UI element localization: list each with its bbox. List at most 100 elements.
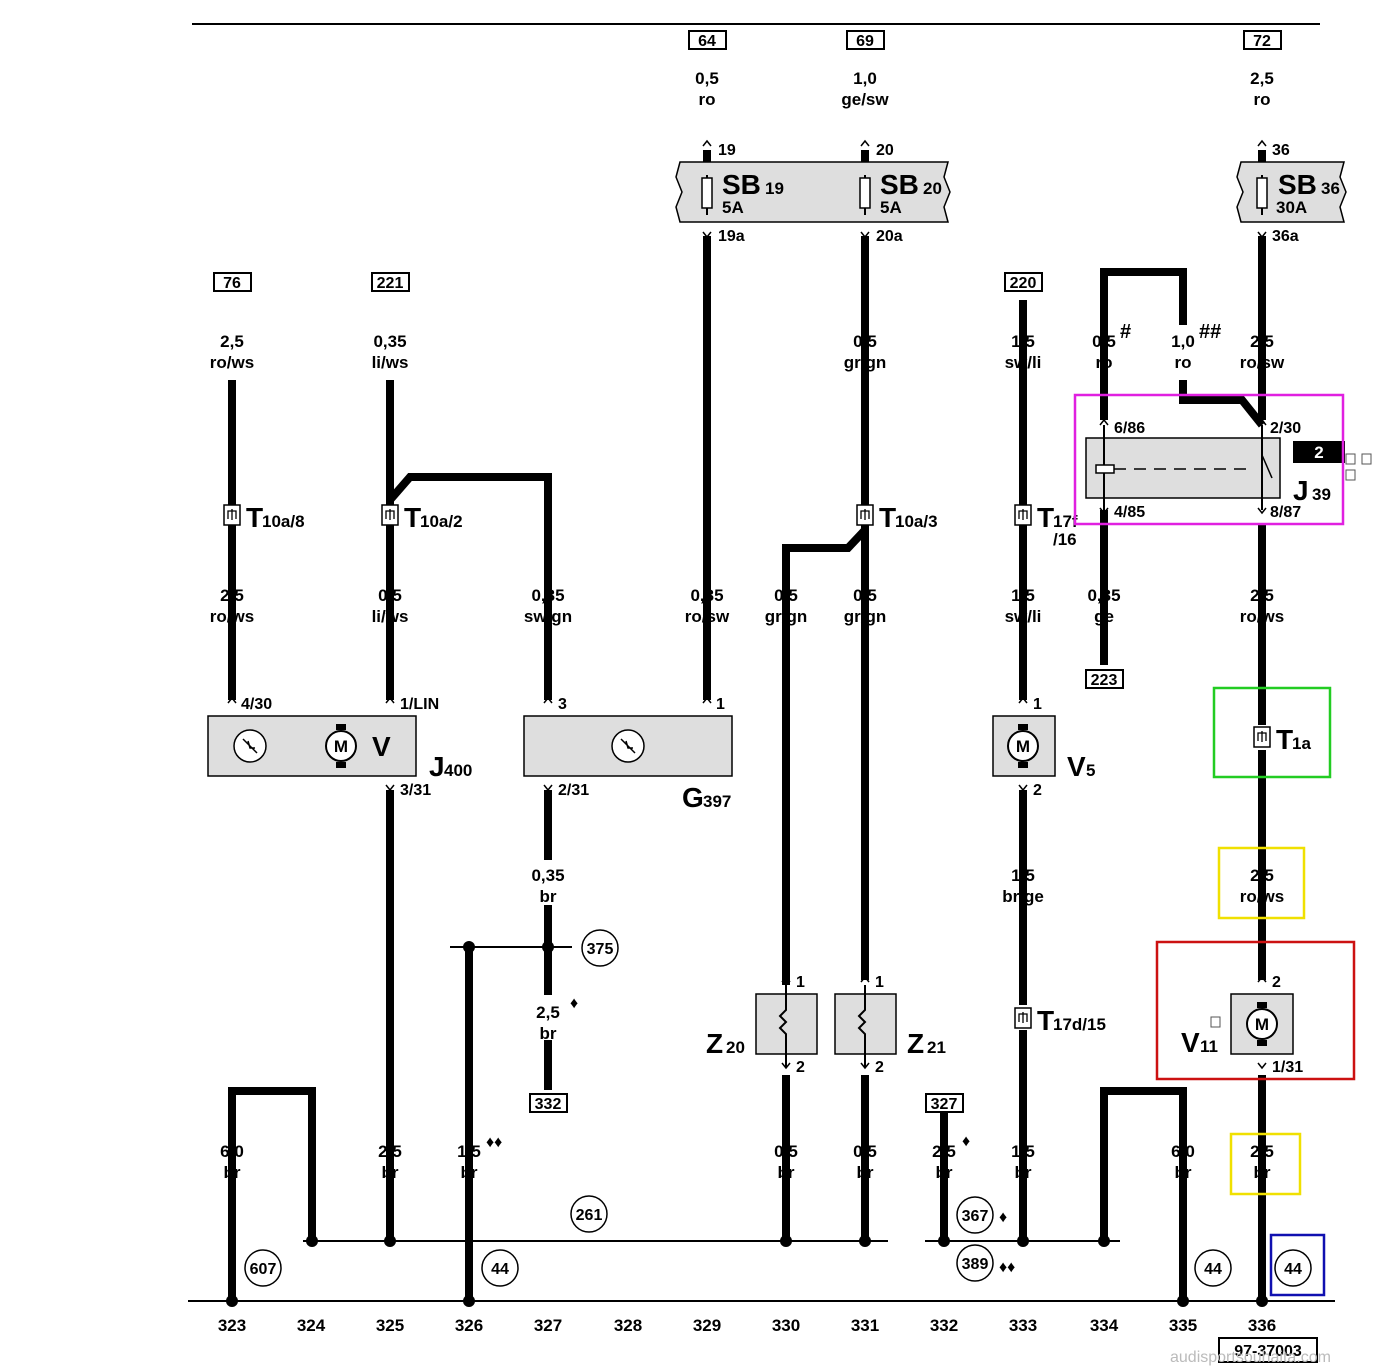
- svg-text:2,5: 2,5: [220, 586, 244, 605]
- ground-point-261: 261: [570, 1195, 608, 1233]
- svg-text:3: 3: [558, 696, 567, 713]
- motor-icon: M: [1016, 737, 1030, 756]
- wire-label-220: 1,5sw/li: [1005, 332, 1042, 372]
- svg-text:5A: 5A: [722, 198, 744, 217]
- column-numbers: 323 324 325 326 327 328 329 330 331 332 …: [218, 1316, 1276, 1335]
- svg-text:17f: 17f: [1053, 512, 1078, 531]
- svg-text:330: 330: [772, 1316, 800, 1335]
- svg-text:ro/ws: ro/ws: [210, 607, 254, 626]
- svg-text:1: 1: [796, 974, 805, 991]
- ref-box-327: 327: [925, 1093, 964, 1113]
- svg-text:0,5: 0,5: [853, 332, 877, 351]
- svg-text:261: 261: [576, 1207, 603, 1224]
- wire-label-326-gnd: 1,5 br: [457, 1142, 481, 1182]
- svg-text:2,5: 2,5: [536, 1003, 560, 1022]
- svg-text:T: T: [404, 502, 421, 533]
- svg-text:br: br: [1015, 1163, 1032, 1182]
- highlight-yellow-top: [1217, 846, 1306, 920]
- svg-text:ro/sw: ro/sw: [685, 607, 730, 626]
- svg-text:325: 325: [376, 1316, 404, 1335]
- component-j400: M V J 400 4/30 1/LIN 3/31: [207, 696, 472, 799]
- ref-box-76: 76: [213, 272, 252, 292]
- svg-text:10a/2: 10a/2: [420, 512, 463, 531]
- svg-text:3/31: 3/31: [400, 782, 431, 799]
- svg-text:T: T: [1276, 724, 1293, 755]
- svg-text:br: br: [936, 1163, 953, 1182]
- svg-text:335: 335: [1169, 1316, 1197, 1335]
- wire-label-325-gnd: 2,5br: [378, 1142, 402, 1182]
- ground-point-389: 389: [956, 1244, 994, 1282]
- wire-label-330-gnd: 0,5br: [774, 1142, 798, 1182]
- svg-text:2: 2: [1272, 974, 1281, 991]
- svg-text:76: 76: [223, 275, 241, 292]
- svg-text:324: 324: [297, 1316, 326, 1335]
- connector-t10a8: T 10a/8: [223, 502, 305, 533]
- wire-label-331-mid: 0,5gr/gn: [844, 586, 887, 626]
- svg-text:11: 11: [1200, 1037, 1218, 1056]
- sensor-symbol-icon: [611, 729, 645, 763]
- wire-label-333-gnd: 1,5 br: [1011, 1142, 1035, 1182]
- svg-text:327: 327: [931, 1096, 958, 1113]
- svg-text:J: J: [429, 751, 445, 782]
- svg-text:br: br: [382, 1163, 399, 1182]
- svg-text:V: V: [1181, 1027, 1200, 1058]
- component-v5: M V 5 1 2: [992, 696, 1095, 799]
- svg-text:2: 2: [1033, 782, 1042, 799]
- svg-text:44: 44: [1284, 1261, 1302, 1278]
- svg-text:19: 19: [765, 179, 784, 198]
- sensor-symbol-icon: [233, 729, 267, 763]
- svg-text:1,5: 1,5: [457, 1142, 481, 1161]
- wire-label-330-mid: 0,5gr/gn: [765, 586, 808, 626]
- svg-text:br: br: [540, 1024, 557, 1043]
- svg-text:1,5: 1,5: [1011, 1142, 1035, 1161]
- svg-text:ro/ws: ro/ws: [1240, 607, 1284, 626]
- svg-text:607: 607: [250, 1261, 277, 1278]
- svg-text:0,5: 0,5: [853, 586, 877, 605]
- wire-label-332-gnd: 2,5br: [932, 1142, 956, 1182]
- svg-text:ro/ws: ro/ws: [210, 353, 254, 372]
- svg-text:2/31: 2/31: [558, 782, 589, 799]
- ref-box-332: 332: [529, 1093, 568, 1113]
- junctions: [226, 941, 1268, 1307]
- svg-text:0,5: 0,5: [853, 1142, 877, 1161]
- svg-text:ro/ws: ro/ws: [1240, 887, 1284, 906]
- svg-text:sw/li: sw/li: [1005, 353, 1042, 372]
- svg-text:br: br: [461, 1163, 478, 1182]
- svg-text:332: 332: [930, 1316, 958, 1335]
- svg-text:br: br: [1254, 1163, 1271, 1182]
- svg-text:2,5: 2,5: [1250, 1142, 1274, 1161]
- svg-text:0,5: 0,5: [774, 586, 798, 605]
- svg-text:334: 334: [1090, 1316, 1119, 1335]
- fuse-sb20: SB 20 5A 20 20a: [859, 142, 942, 245]
- ref-box-64: 64: [688, 30, 727, 50]
- annotation-squares: [1345, 453, 1372, 481]
- svg-text:36a: 36a: [1272, 228, 1299, 245]
- fuse-sb36: SB 36 30A 36 36a: [1256, 142, 1340, 245]
- svg-text:30A: 30A: [1276, 198, 1307, 217]
- ref-box-72: 72: [1243, 30, 1282, 50]
- svg-text:19a: 19a: [718, 228, 745, 245]
- svg-text:6/86: 6/86: [1114, 420, 1145, 437]
- doc-id: 97-37003: [1218, 1337, 1318, 1363]
- svg-text:♦♦: ♦♦: [486, 1134, 502, 1151]
- svg-text:4/30: 4/30: [241, 696, 272, 713]
- wire-label-336-gnd: 2,5 br: [1250, 1142, 1274, 1182]
- svg-text:17d/15: 17d/15: [1053, 1015, 1106, 1034]
- svg-text:0,35: 0,35: [531, 586, 564, 605]
- svg-text:0,5: 0,5: [378, 586, 402, 605]
- svg-text:400: 400: [444, 761, 472, 780]
- svg-text:0,5: 0,5: [695, 69, 719, 88]
- connector-t17d: T 17d/15: [1014, 1005, 1106, 1036]
- svg-text:ro: ro: [1175, 353, 1192, 372]
- svg-text:64: 64: [698, 33, 716, 50]
- svg-text:#: #: [1120, 321, 1131, 343]
- connector-t10a2: T 10a/2: [381, 502, 463, 533]
- svg-text:br/ge: br/ge: [1002, 887, 1044, 906]
- fuse-sb19: SB 19 5A 19 19a: [701, 142, 784, 245]
- svg-text:♦: ♦: [570, 995, 578, 1012]
- fuse-holder-sb19-sb20: [675, 161, 951, 223]
- svg-text:1/31: 1/31: [1272, 1059, 1303, 1076]
